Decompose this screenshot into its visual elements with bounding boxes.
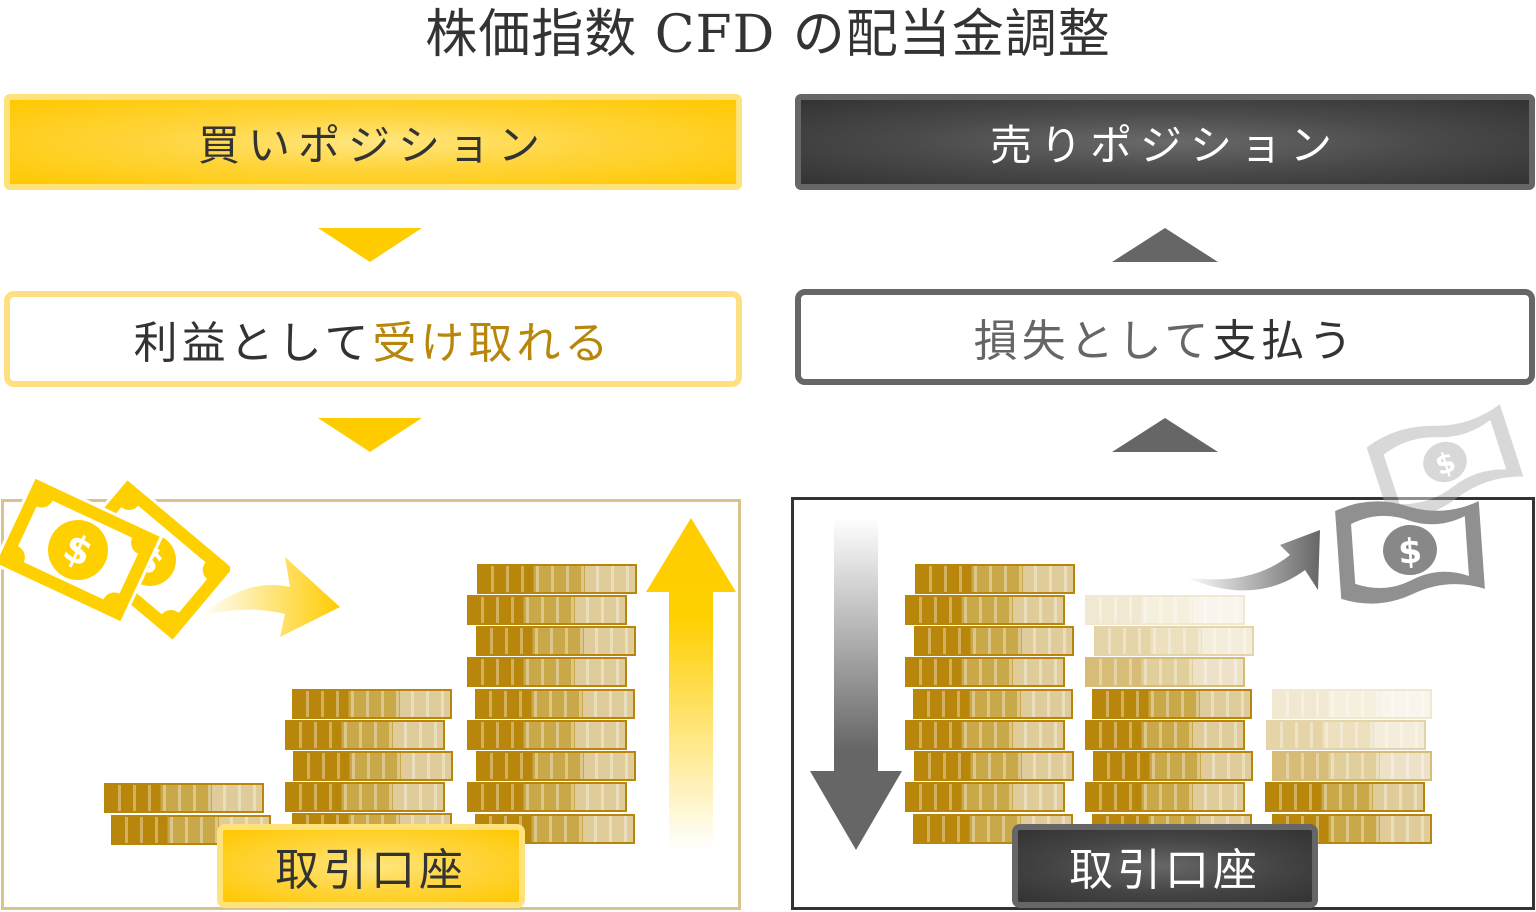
buy-result-highlight: 受け取れる [372,318,613,369]
coin [467,595,627,625]
coin [467,782,627,812]
arrow-up-icon [1112,418,1218,452]
arrow-up-icon [1112,228,1218,262]
arrow-down-icon [318,228,422,262]
coin [477,564,637,594]
sell-position-header: 売りポジション [795,94,1535,190]
dollar-bills-icon: $ $ [0,474,230,644]
decrease-arrow-icon [810,518,902,850]
coin [914,751,1074,781]
buy-account-label-text: 取引口座 [275,845,467,896]
coin [915,564,1075,594]
buy-result-prefix: 利益として [133,318,373,369]
increase-arrow-icon [646,518,736,850]
buy-account-label: 取引口座 [217,824,525,908]
coin [476,626,636,656]
faded-coin [1085,595,1245,625]
coin [285,782,445,812]
coin [1092,689,1252,719]
coin [905,595,1065,625]
coin [905,657,1065,687]
coin [913,689,1073,719]
curved-arrow-right-icon [200,557,340,637]
faded-coin [1094,626,1254,656]
sell-result-box: 損失として支払う [795,289,1535,385]
coin [475,689,635,719]
arrow-down-icon [318,418,422,452]
diagram-title: 株価指数 CFD の配当金調整 [425,5,1111,65]
coin [1085,782,1245,812]
coin [905,720,1065,750]
coin [292,689,452,719]
coin [467,720,627,750]
coin [104,783,264,813]
sell-position-label: 売りポジション [989,120,1340,170]
coin [467,657,627,687]
coin [476,751,636,781]
sell-result-highlight: 支払う [1212,316,1357,367]
faded-coin [1272,751,1432,781]
faded-coin [1085,657,1245,687]
faded-coin [1266,720,1426,750]
coin [1265,782,1425,812]
svg-text:$: $ [1397,531,1423,573]
sell-result-prefix: 損失として [973,316,1213,367]
coin [285,720,445,750]
coin [1093,751,1253,781]
faded-coin [1272,689,1432,719]
coin [905,782,1065,812]
curved-arrow-right-icon [1185,530,1320,591]
dollar-bills-icon: $ $ [1335,404,1524,604]
sell-account-label: 取引口座 [1012,824,1318,908]
coin [293,751,453,781]
sell-account-label-text: 取引口座 [1069,845,1261,896]
buy-result-box: 利益として受け取れる [4,291,742,387]
buy-position-header: 買いポジション [4,94,742,190]
buy-position-label: 買いポジション [197,120,548,170]
coin [1085,720,1245,750]
coin [914,626,1074,656]
